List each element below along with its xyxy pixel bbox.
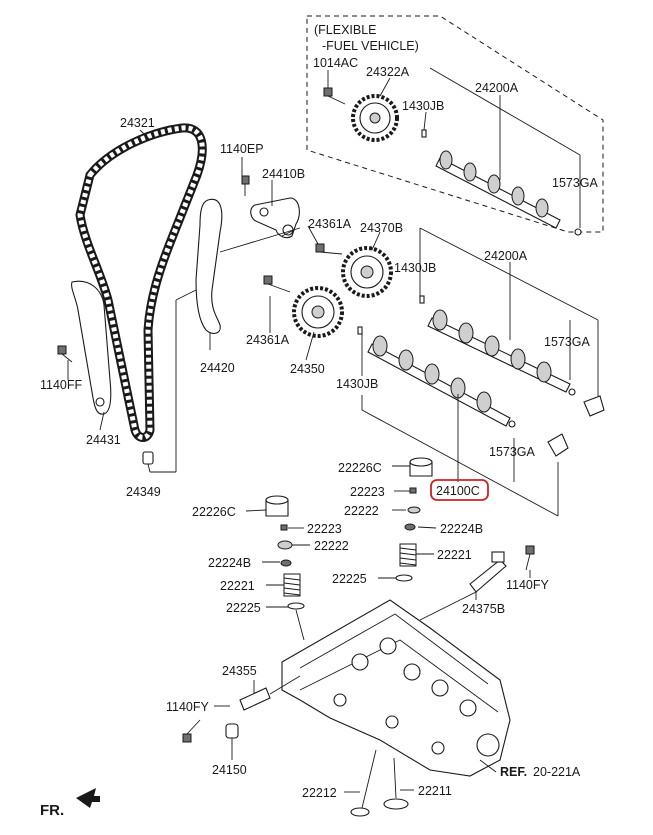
- label-22224B-left: 22224B: [208, 556, 251, 570]
- label-24200A-mid: 24200A: [484, 249, 528, 263]
- label-1430JB-mid: 1430JB: [394, 261, 436, 275]
- label-24431: 24431: [86, 433, 121, 447]
- label-24361A-upper: 24361A: [308, 217, 352, 231]
- guide-left-bolt-hole: [95, 397, 105, 407]
- camshaft-24200A-mid: [427, 309, 571, 393]
- label-24100C: 24100C: [436, 484, 480, 498]
- cam-sprocket-24322A: [351, 94, 399, 142]
- label-24361A-lower: 24361A: [246, 333, 290, 347]
- tensioner-arm: [195, 198, 223, 334]
- bolt-1140FF: [57, 345, 73, 363]
- label-22225-right: 22225: [332, 572, 367, 586]
- label-1140FF: 1140FF: [40, 378, 83, 392]
- label-22221-left: 22221: [220, 579, 255, 593]
- plug-1573GA-top: [574, 228, 582, 236]
- label-1573GA-top: 1573GA: [552, 176, 599, 190]
- label-22211: 22211: [418, 784, 452, 798]
- label-1573GA-mid: 1573GA: [544, 335, 591, 349]
- seal-22224B-left: [280, 559, 292, 567]
- pin-24349: [142, 451, 154, 473]
- timing-chain: [75, 123, 207, 442]
- bolt-24361A-lower: [263, 275, 291, 293]
- cvvt-24350: [292, 286, 344, 338]
- label-1430JB-top: 1430JB: [402, 99, 444, 113]
- oil-control-valve-24375B: [469, 551, 507, 593]
- camshaft-24200A-top: [435, 150, 561, 229]
- cvvt-24370B: [341, 246, 393, 298]
- oil-control-valve-24355: [239, 687, 271, 711]
- label-1014AC: 1014AC: [313, 56, 358, 70]
- valve-spring-22221-right: [399, 543, 417, 567]
- label-1430JB-low: 1430JB: [336, 377, 378, 391]
- cam-end-cap-low: [547, 433, 569, 457]
- chain-tensioner: [250, 197, 300, 239]
- highlight-24100C: [430, 479, 489, 501]
- label-22223-right: 22223: [350, 485, 385, 499]
- pin-1430JB-low: [357, 326, 363, 335]
- label-24370B: 24370B: [360, 221, 403, 235]
- spring-seat-22225-right: [395, 574, 413, 582]
- label-22221-right: 22221: [437, 548, 472, 562]
- bolt-1014AC: [323, 87, 346, 105]
- label-24200A-top: 24200A: [475, 81, 519, 95]
- label-24420: 24420: [200, 361, 235, 375]
- label-22222-right: 22222: [344, 504, 379, 518]
- front-arrow-icon: [76, 788, 100, 808]
- label-24375B: 24375B: [462, 602, 505, 616]
- retainer-lock-22223-right: [409, 487, 417, 494]
- ref-value: 20-221A: [533, 765, 581, 779]
- flex-fuel-title-2: -FUEL VEHICLE): [322, 39, 419, 53]
- label-24349: 24349: [126, 485, 161, 499]
- spring-seat-22225-left: [287, 602, 305, 610]
- label-24322A: 24322A: [366, 65, 410, 79]
- label-22222-left: 22222: [314, 539, 349, 553]
- plug-1573GA-low: [508, 420, 516, 428]
- retainer-22222-left: [277, 540, 293, 550]
- label-22223-left: 22223: [307, 522, 342, 536]
- label-22226C-left: 22226C: [192, 505, 236, 519]
- label-1140FY-left: 1140FY: [166, 700, 210, 714]
- label-1140FY-right: 1140FY: [506, 578, 550, 592]
- valve-spring-22221-left: [283, 573, 301, 597]
- valve-22212: [350, 749, 377, 817]
- pin-1430JB-mid: [419, 295, 425, 304]
- leader-lines: [67, 67, 599, 793]
- valve-22211: [383, 757, 409, 810]
- label-22225-left: 22225: [226, 601, 261, 615]
- bolt-1140FY-left: [182, 719, 201, 743]
- seal-22224B-right: [404, 523, 416, 531]
- front-label: FR.: [40, 802, 64, 819]
- label-24410B: 24410B: [262, 167, 305, 181]
- ref-prefix: REF.: [500, 765, 527, 779]
- label-24321: 24321: [120, 116, 155, 130]
- label-22224B-right: 22224B: [440, 522, 483, 536]
- retainer-lock-22223-left: [280, 524, 288, 531]
- bolt-1140EP: [241, 175, 250, 196]
- bolt-24361A-upper: [315, 243, 343, 255]
- front-direction-marker: FR.: [40, 788, 100, 819]
- label-24150: 24150: [212, 763, 247, 777]
- plug-1573GA-mid: [568, 388, 576, 396]
- retainer-22222-right: [407, 506, 421, 514]
- pin-1430JB-top: [421, 129, 427, 138]
- bolt-1140FY-right: [525, 545, 535, 571]
- filter-24150: [225, 723, 239, 739]
- cam-end-cap-mid: [583, 395, 605, 417]
- label-22212: 22212: [302, 786, 337, 800]
- flex-fuel-title-1: (FLEXIBLE: [314, 23, 377, 37]
- label-24350: 24350: [290, 362, 325, 376]
- label-22226C-right: 22226C: [338, 461, 382, 475]
- cylinder-head: [281, 599, 511, 777]
- label-1140EP: 1140EP: [220, 142, 264, 156]
- label-24355: 24355: [222, 664, 257, 678]
- label-1573GA-low: 1573GA: [489, 445, 536, 459]
- part-labels: 1014AC 24322A 1430JB 24200A 1573GA 24321…: [40, 56, 599, 800]
